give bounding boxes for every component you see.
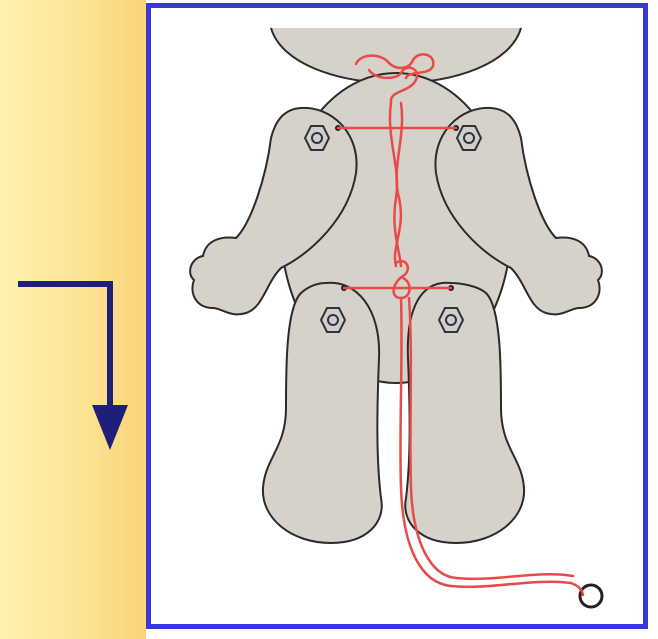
- arrow-head: [92, 405, 128, 450]
- diagram-frame: [146, 3, 648, 629]
- hex-nut-icon: [321, 308, 345, 332]
- hex-nut-icon: [439, 308, 463, 332]
- right-leg: [405, 283, 524, 543]
- turn-down-arrow-icon: [0, 0, 146, 639]
- hex-nut-icon: [305, 126, 329, 150]
- hex-nut-icon: [457, 126, 481, 150]
- left-sidebar: [0, 0, 146, 639]
- teddy-bear-joint-diagram: [151, 8, 643, 624]
- arrow-shaft: [18, 284, 110, 405]
- ring-icon: [571, 583, 602, 607]
